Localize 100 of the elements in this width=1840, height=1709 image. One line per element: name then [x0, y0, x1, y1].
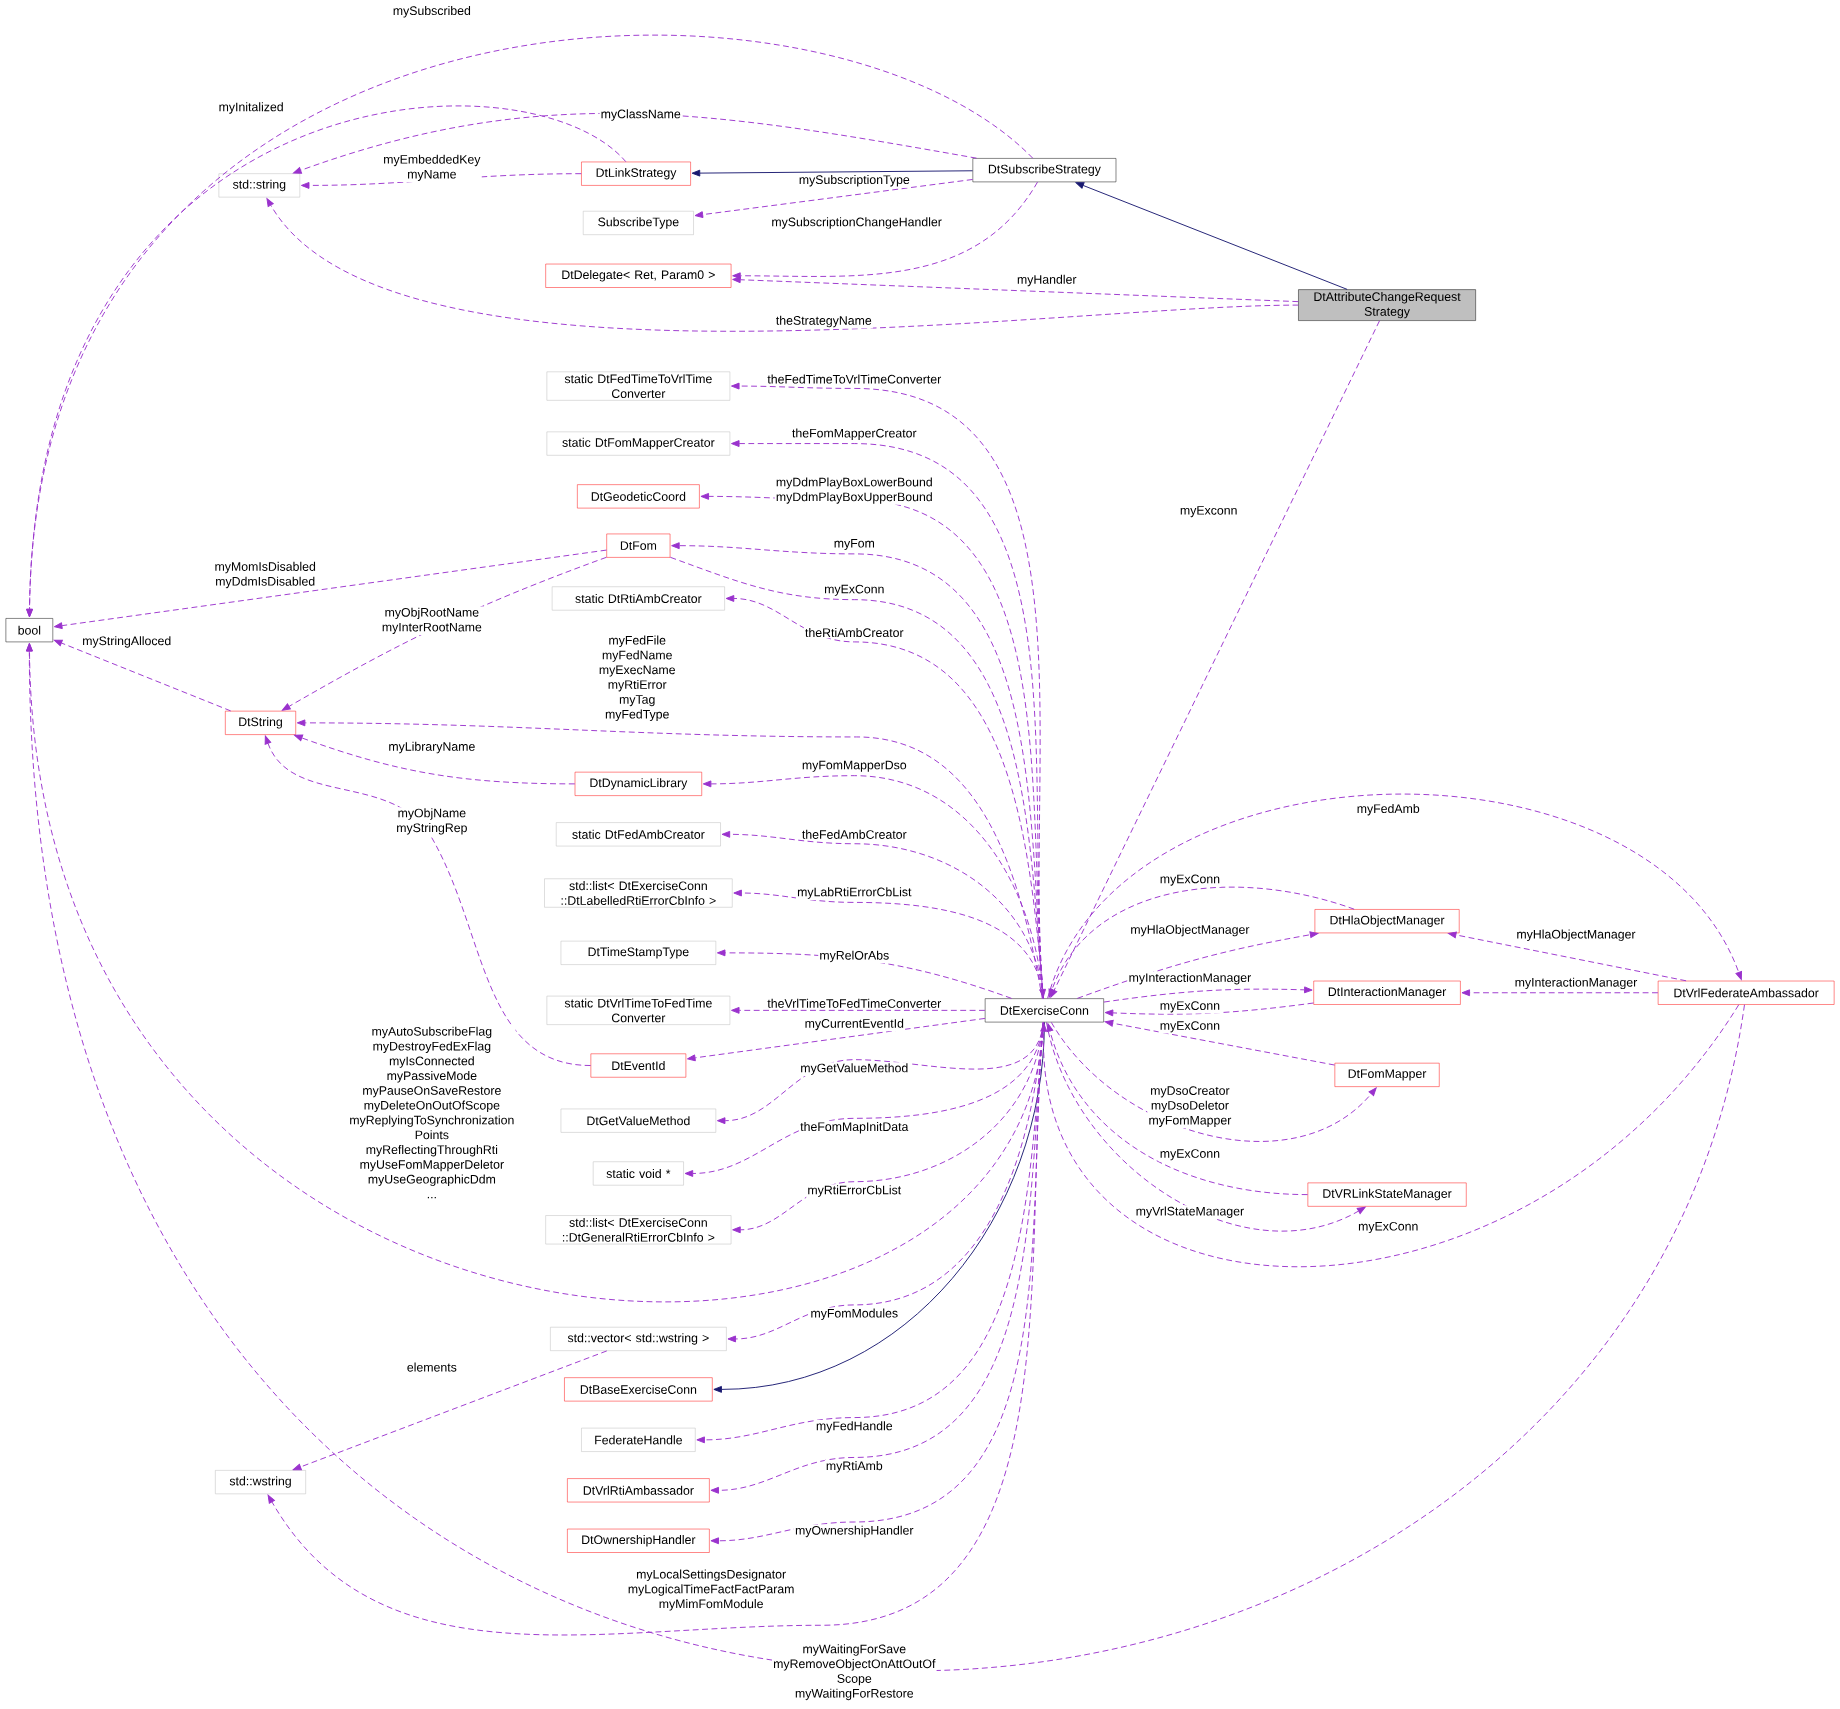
arrow	[1104, 1020, 1336, 1066]
arrow	[1447, 931, 1687, 982]
edge-label: myCurrentEventId	[803, 1017, 906, 1032]
edge-label: theFomMapInitData	[799, 1121, 910, 1135]
class-box: DtAttributeChangeRequest Strategy	[1298, 289, 1476, 322]
edge-label: myObjRootName myInterRootName	[380, 606, 483, 636]
edge-label: myExConn	[823, 583, 886, 598]
class-box: static DtFedTimeToVrlTime Converter	[546, 371, 731, 401]
edge-label: mySubscribed	[391, 5, 473, 19]
edge-label: myFedHandle	[814, 1420, 894, 1435]
arrow	[732, 181, 1038, 280]
arrow	[1047, 794, 1742, 1000]
arrow	[294, 734, 576, 785]
arrow	[1075, 182, 1348, 291]
edge-label: theVrlTimeToFedTimeConverter	[766, 997, 943, 1010]
class-box: DtOwnershipHandler	[567, 1529, 710, 1553]
arrow	[25, 643, 1745, 1669]
edge-label: myExConn	[1158, 1000, 1222, 1014]
edge-label: myFedFile myFedName myExecName myRtiError myTag myFedType	[597, 634, 677, 723]
class-box: DtDynamicLibrary	[574, 772, 702, 797]
edge-label: myInitalized	[217, 101, 285, 116]
class-box: std::vector< std::wstring >	[550, 1327, 727, 1352]
arrow	[1046, 1023, 1309, 1196]
edge-label: myExConn	[1356, 1220, 1420, 1235]
class-box: static DtFomMapperCreator	[546, 431, 731, 456]
edge-label: theFedAmbCreator	[800, 828, 908, 841]
edge-label: myRtiErrorCbList	[806, 1184, 903, 1199]
arrow	[1048, 886, 1355, 998]
arrow	[687, 1018, 986, 1062]
class-box: DtDelegate< Ret, Param0 >	[545, 264, 732, 288]
edge-label: myLibraryName	[387, 740, 477, 755]
edge-label: myExConn	[1158, 1020, 1222, 1034]
class-box: static DtRtiAmbCreator	[551, 586, 725, 611]
arrow	[1103, 986, 1313, 1003]
edge-label: myHandler	[1015, 273, 1078, 288]
arrow	[53, 549, 607, 630]
arrow	[264, 735, 592, 1067]
class-box: DtGeodeticCoord	[577, 484, 700, 509]
edge-label: myFedAmb	[1355, 803, 1421, 817]
arrow	[1050, 1022, 1377, 1142]
class-box: DtExerciseConn	[984, 998, 1104, 1023]
arrow	[266, 198, 1299, 332]
edge-label: myExConn	[1158, 1148, 1222, 1162]
arrow	[1050, 320, 1380, 998]
edge-label: theStrategyName	[774, 314, 873, 329]
edge-label: myDdmPlayBoxLowerBound myDdmPlayBoxUpperBound	[774, 476, 934, 506]
class-box: DtLinkStrategy	[581, 161, 691, 186]
class-box: DtVrlFederateAmbassador	[1657, 981, 1835, 1005]
edge-label: myHlaObjectManager	[1515, 928, 1637, 943]
edge-label: mySubscriptionChangeHandler	[770, 216, 944, 231]
arrow	[296, 719, 1043, 1000]
arrow	[1104, 1002, 1314, 1017]
class-box: std::list< DtExerciseConn ::DtGeneralRtiErrorCbInfo >	[545, 1215, 732, 1245]
arrow	[53, 639, 232, 712]
arrow	[1461, 989, 1659, 997]
edge-label: myRtiAmb	[824, 1460, 884, 1474]
edge-label: myOwnershipHandler	[793, 1524, 915, 1539]
edge-label: myFomModules	[809, 1307, 900, 1322]
edge-label: myObjName myStringRep	[395, 807, 469, 836]
class-box: DtEventId	[590, 1053, 687, 1078]
arrow	[292, 1350, 608, 1471]
class-box: DtInteractionManager	[1313, 981, 1461, 1005]
arrow	[1046, 1022, 1366, 1232]
arrow	[1076, 931, 1319, 1000]
class-box: DtString	[225, 711, 296, 736]
class-box: DtBaseExerciseConn	[564, 1377, 713, 1402]
arrow	[731, 1007, 986, 1014]
class-box: DtFomMapper	[1334, 1063, 1440, 1088]
arrow	[293, 113, 978, 174]
class-box: SubscribeType	[583, 211, 694, 236]
edge-label: theRtiAmbCreator	[803, 627, 905, 639]
arrow	[26, 106, 627, 618]
class-box: DtFom	[606, 533, 671, 558]
edge-label: mySubscriptionType	[797, 174, 911, 188]
class-box: static DtVrlTimeToFedTime Converter	[546, 996, 731, 1026]
edge-label: myFomMapperDso	[800, 759, 908, 774]
arrow	[1040, 1004, 1740, 1268]
arrow	[267, 1022, 1044, 1636]
edge-label: myInteractionManager	[1513, 976, 1639, 991]
edge-label: myFom	[832, 538, 876, 552]
edge-label: myEmbeddedKey myName	[382, 153, 482, 183]
edge-label: myVrlStateManager	[1134, 1205, 1246, 1220]
edge-label: myHlaObjectManager	[1129, 923, 1251, 938]
edge-label: myRelOrAbs	[818, 949, 891, 964]
class-box: DtSubscribeStrategy	[972, 158, 1117, 183]
class-box: static DtFedAmbCreator	[556, 822, 721, 847]
arrow	[713, 1022, 1045, 1394]
edge-label: myExconn	[1178, 505, 1239, 519]
edge-label: myInteractionManager	[1127, 972, 1253, 986]
edge-label: myGetValueMethod	[799, 1062, 910, 1077]
class-box: std::string	[218, 173, 301, 198]
edge-label: myLabRtiErrorCbList	[795, 886, 913, 901]
class-box: DtGetValueMethod	[560, 1108, 717, 1133]
edge-label: myStringAlloced	[81, 635, 173, 650]
class-box: DtVrlRtiAmbassador	[567, 1478, 710, 1503]
edge-label: myMomIsDisabled myDdmIsDisabled	[213, 560, 318, 590]
edge-label: elements	[405, 1361, 458, 1373]
edge-label: myLocalSettingsDesignator myLogicalTimeFactFactParam myMimFomModule	[626, 1568, 796, 1612]
arrow	[26, 643, 1045, 1303]
edge-label: theFedTimeToVrlTimeConverter	[766, 373, 943, 385]
